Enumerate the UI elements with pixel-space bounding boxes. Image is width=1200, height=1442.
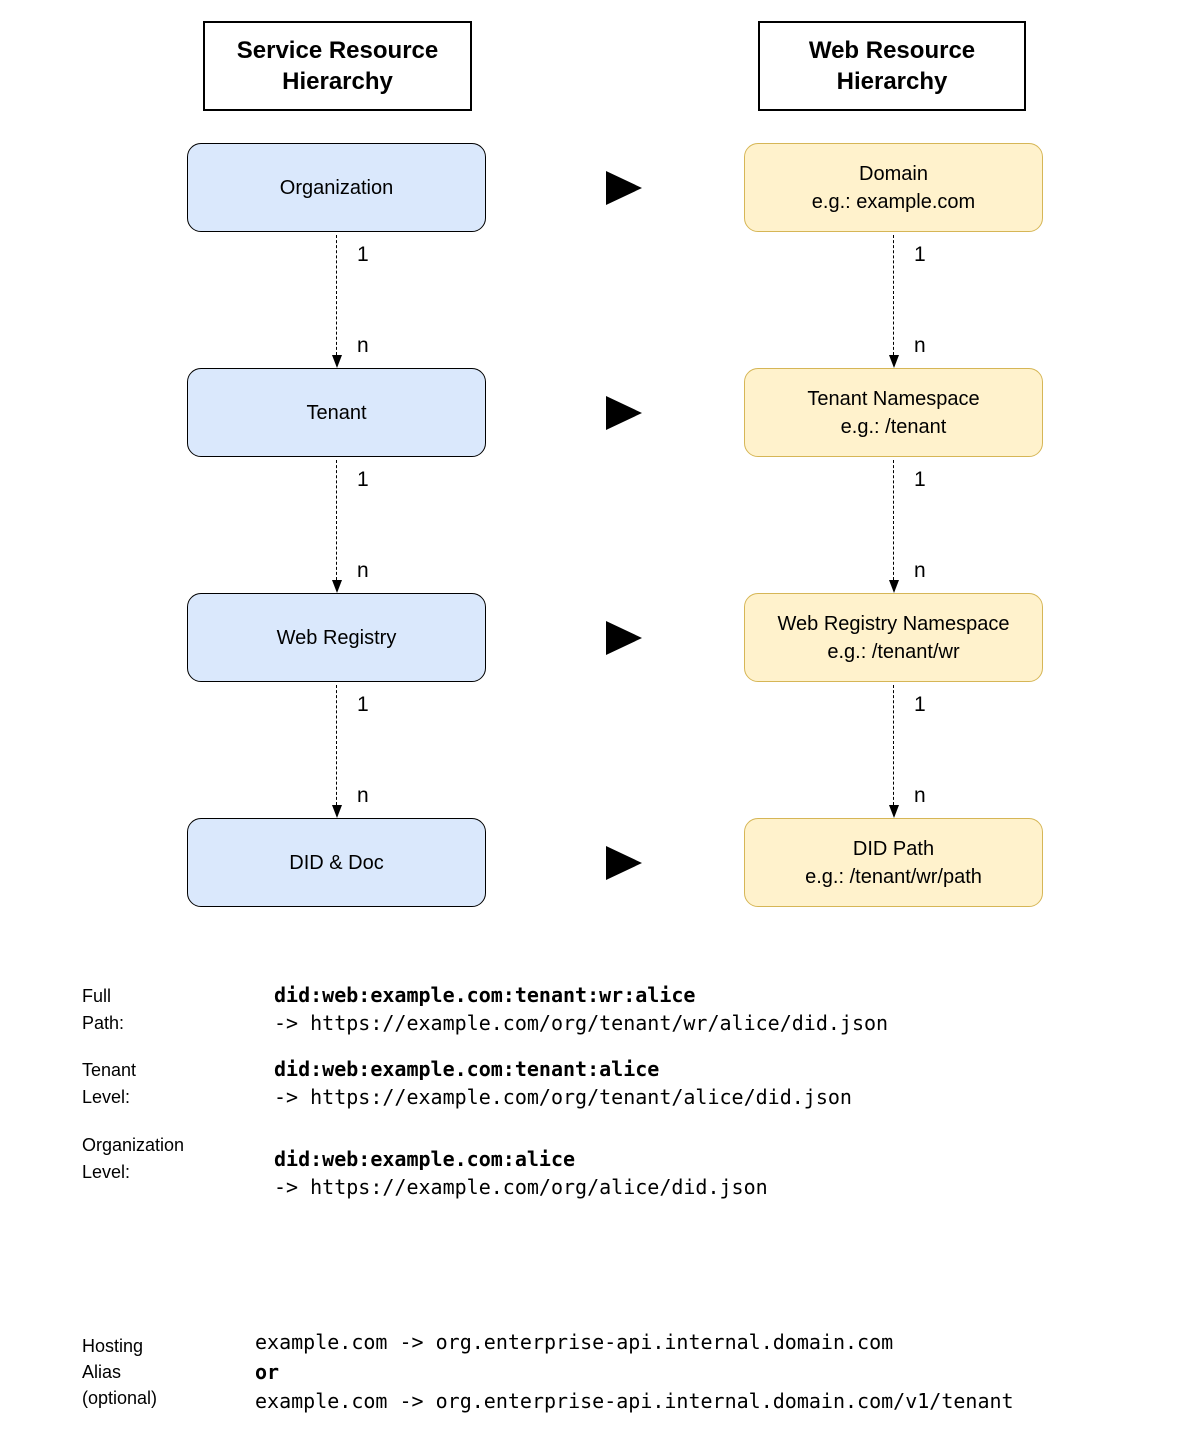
multiplicity-label-many: n (357, 559, 369, 582)
maps-to-arrow-icon (606, 846, 642, 880)
multiplicity-label-many: n (357, 334, 369, 357)
multiplicity-label-one: 1 (357, 468, 369, 491)
multiplicity-label-many: n (914, 784, 926, 807)
web-hierarchy-title: Web Resource Hierarchy (758, 21, 1026, 111)
web-box-tenant-namespace: Tenant Namespace e.g.: /tenant (744, 368, 1043, 457)
did-string: did:web:example.com:tenant:alice (274, 1057, 660, 1081)
web-box-title: Tenant Namespace (807, 387, 980, 410)
alias-or-separator: or (255, 1359, 280, 1384)
web-box-did-path: DID Path e.g.: /tenant/wr/path (744, 818, 1043, 907)
service-hierarchy-title: Service Resource Hierarchy (203, 21, 472, 111)
mapping-value-organization-level: did:web:example.com:alice -> https://exa… (274, 1145, 768, 1201)
hierarchy-connector-line (893, 460, 894, 580)
multiplicity-label-one: 1 (914, 468, 926, 491)
hierarchy-connector-line (893, 235, 894, 355)
web-box-title: Domain (859, 162, 928, 185)
hosting-alias-value: example.com -> org.enterprise-api.intern… (255, 1328, 1014, 1417)
did-string: did:web:example.com:tenant:wr:alice (274, 983, 696, 1007)
service-box-web-registry: Web Registry (187, 593, 486, 682)
arrowhead-down-icon (888, 580, 899, 593)
web-box-title: DID Path (852, 837, 935, 860)
arrowhead-down-icon (331, 805, 342, 818)
maps-to-arrow-icon (606, 621, 642, 655)
hierarchy-connector-line (893, 685, 894, 805)
hierarchy-connector-line (336, 460, 337, 580)
arrowhead-down-icon (888, 805, 899, 818)
multiplicity-label-many: n (357, 784, 369, 807)
mapping-label-tenant-level: Tenant Level: (82, 1060, 137, 1107)
web-box-subtitle: e.g.: /tenant/wr/path (805, 865, 982, 888)
service-box-organization: Organization (187, 143, 486, 232)
hierarchy-connector-line (336, 685, 337, 805)
hosting-alias-label: Hosting Alias (optional) (82, 1336, 158, 1408)
multiplicity-label-many: n (914, 334, 926, 357)
maps-to-arrow-icon (606, 396, 642, 430)
resolved-url: -> https://example.com/org/alice/did.jso… (274, 1175, 768, 1199)
web-box-title: Web Registry Namespace (777, 612, 1010, 635)
multiplicity-label-one: 1 (914, 243, 926, 266)
service-box-did-doc: DID & Doc (187, 818, 486, 907)
multiplicity-label-one: 1 (914, 693, 926, 716)
web-box-subtitle: e.g.: /tenant/wr (827, 640, 960, 663)
web-box-subtitle: e.g.: example.com (811, 190, 976, 213)
hierarchy-connector-line (336, 235, 337, 355)
service-box-tenant: Tenant (187, 368, 486, 457)
web-box-subtitle: e.g.: /tenant (840, 415, 947, 438)
arrowhead-down-icon (331, 580, 342, 593)
resolved-url: -> https://example.com/org/tenant/alice/… (274, 1085, 852, 1109)
arrowhead-down-icon (331, 355, 342, 368)
web-box-domain: Domain e.g.: example.com (744, 143, 1043, 232)
alias-mapping-line: example.com -> org.enterprise-api.intern… (255, 1330, 894, 1354)
mapping-value-tenant-level: did:web:example.com:tenant:alice -> http… (274, 1055, 852, 1111)
web-box-web-registry-namespace: Web Registry Namespace e.g.: /tenant/wr (744, 593, 1043, 682)
resolved-url: -> https://example.com/org/tenant/wr/ali… (274, 1011, 889, 1035)
arrowhead-down-icon (888, 355, 899, 368)
mapping-label-organization-level: Organization Level: (82, 1135, 185, 1182)
mapping-label-full-path: Full Path: (82, 986, 125, 1033)
multiplicity-label-many: n (914, 559, 926, 582)
multiplicity-label-one: 1 (357, 243, 369, 266)
mapping-value-full-path: did:web:example.com:tenant:wr:alice -> h… (274, 981, 888, 1037)
maps-to-arrow-icon (606, 171, 642, 205)
alias-mapping-line: example.com -> org.enterprise-api.intern… (255, 1389, 1014, 1413)
multiplicity-label-one: 1 (357, 693, 369, 716)
did-string: did:web:example.com:alice (274, 1147, 576, 1171)
